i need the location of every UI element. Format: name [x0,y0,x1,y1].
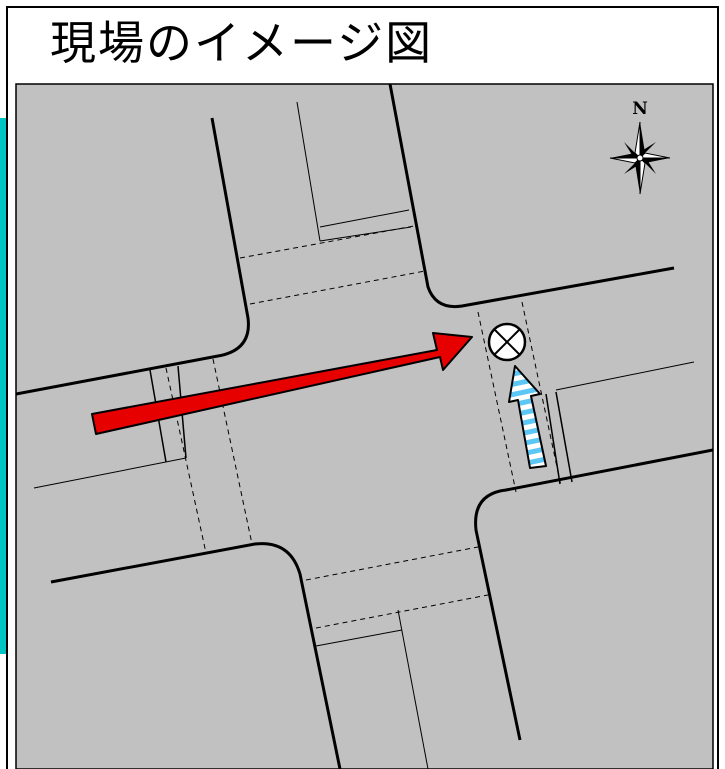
parcel-line [397,609,429,769]
curb-northeast [388,84,675,309]
red-vehicle-arrow [91,332,473,435]
compass-north-label: N [632,99,648,119]
crosswalk-line-north [249,270,426,305]
curb-southwest [50,542,342,769]
curb-southeast [474,448,713,741]
curb-northwest [16,117,250,396]
side-tab-accent [0,118,6,654]
stop-line-east [545,393,561,485]
crosswalk-line-east [521,301,562,487]
parcel-line [319,226,412,242]
compass-rose-icon [609,121,671,195]
parcel-line [315,629,403,647]
collision-point-icon [487,322,527,362]
parcel-line [319,209,410,228]
diagram-title: 現場のイメージ図 [50,16,434,70]
crosswalk-line-north [239,225,415,259]
parcel-line [296,101,321,242]
blue-bicycle-arrow [508,365,547,469]
stop-line-east [555,391,573,483]
parcel-line [555,361,695,391]
crosswalk-line-south [305,546,479,581]
parcel-line [33,457,187,489]
crosswalk-line-east [477,311,517,493]
crosswalk-line-south [315,594,489,629]
